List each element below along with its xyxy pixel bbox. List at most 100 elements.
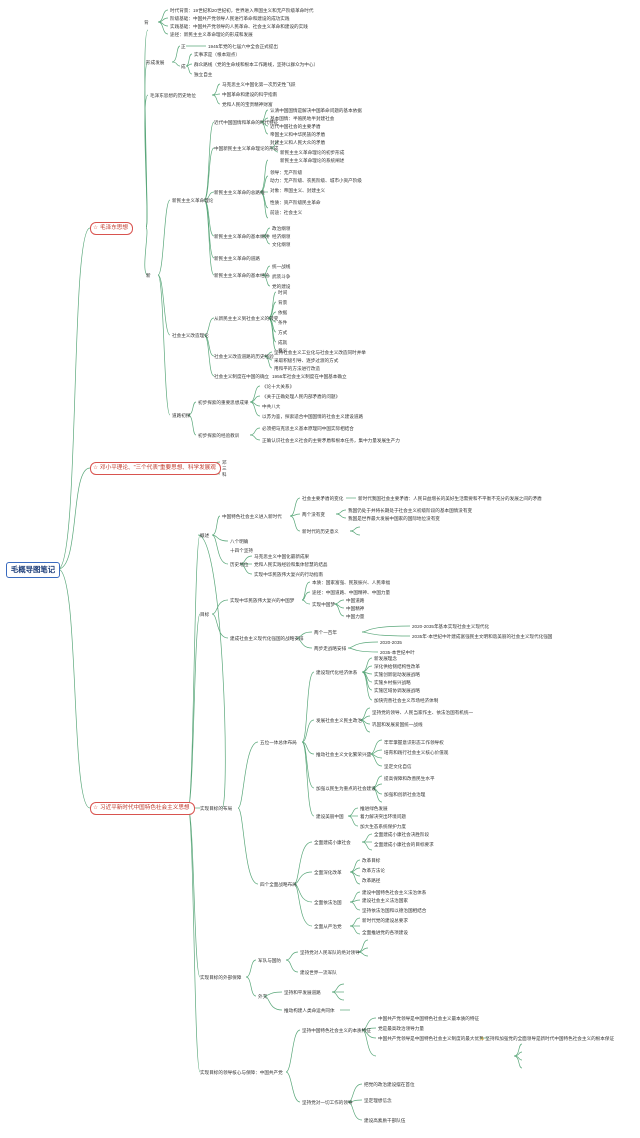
node-xm2-item[interactable]: 新民主主义革命理论的系统阐述 <box>280 158 345 163</box>
node-bz2[interactable]: 外交 <box>258 994 268 999</box>
node-bj2c[interactable]: 全面依法治国 <box>314 900 342 905</box>
node-sh1-item[interactable]: 成就 <box>278 340 288 345</box>
node-gs4-item[interactable]: 马克思主义中国化最新成果 <box>254 554 310 559</box>
node-bn-item[interactable]: 马克思主义中国化第一次历史性飞跃 <box>222 82 296 87</box>
node-bg-item[interactable]: 实践基础：中国共产党领导的人民革命、社会主义革命和建设的实践 <box>170 24 308 29</box>
node-bz1[interactable]: 军队与国防 <box>258 958 281 963</box>
node-mb1-item[interactable]: 实现中国梦 <box>312 602 335 607</box>
node-ld2-item[interactable]: 坚定理想信念 <box>364 1098 392 1103</box>
node-xm3-item[interactable]: 性质：资产阶级民主革命 <box>270 200 321 205</box>
node-bj2a-item[interactable]: 全面建成小康社会决胜阶段 <box>374 832 430 837</box>
node-xm1-item[interactable]: 封建主义和人民大众的矛盾 <box>270 140 326 145</box>
node-gs1a[interactable]: 社会主要矛盾的变化 <box>302 496 344 501</box>
node-bj1c-item[interactable]: 培育和践行社会主义核心价值观 <box>384 750 449 755</box>
node-xm1[interactable]: 近代中国国情和革命的时代特征 <box>214 120 279 125</box>
node-gs1b-item[interactable]: 我国是世界最大发展中国家的国际地位没有变 <box>348 516 440 521</box>
node-gs[interactable]: 概述 <box>200 533 210 538</box>
node-bg-item[interactable]: 阶级基础：中国共产党领导人民进行革命和建设的成功实践 <box>170 16 290 21</box>
node-sh3[interactable]: 社会主义制度在中国的确立 <box>214 374 270 379</box>
node-bj2c-item[interactable]: 建设社会主义法治国家 <box>362 898 408 903</box>
node-xm3[interactable]: 新民主主义革命的总路线 <box>214 190 265 195</box>
node-xm4-item[interactable]: 经济纲领 <box>272 234 291 239</box>
node-xm6-item[interactable]: 武装斗争 <box>272 274 291 279</box>
node-xm2[interactable]: 中国新民主主义革命理论的形成 <box>214 146 279 151</box>
node-mb1c-item[interactable]: 中国道路 <box>346 598 365 603</box>
node-sh2-item[interactable]: 坚持社会主义工业化与社会主义改造同时并举 <box>274 350 366 355</box>
node-ts1-item[interactable]: 《论十大关系》 <box>262 384 295 389</box>
node-mb2a-item[interactable]: 2020-2035年基本实现社会主义现代化 <box>412 624 490 629</box>
node-bz2b[interactable]: 推动构建人类命运共同体 <box>284 1008 335 1013</box>
root-node[interactable]: 毛概导图笔记 <box>6 562 60 578</box>
node-gs1a-item[interactable]: 新时代我国社会主要矛盾：人民日益增长的美好生活需要和不平衡不充分的发展之间的矛盾 <box>358 496 542 501</box>
node-xm4-item[interactable]: 政治纲领 <box>272 226 291 231</box>
node-xc4-item[interactable]: 实事求是（根本观点） <box>194 52 240 57</box>
node-mb2b[interactable]: 两步走战略安排 <box>314 646 347 651</box>
node-mb1c-item[interactable]: 中国精神 <box>346 606 365 611</box>
node-xm6-item[interactable]: 党的建设 <box>272 284 291 289</box>
node-bj2b-item[interactable]: 改革方法论 <box>362 868 385 873</box>
node-sh1-item[interactable]: 意义 <box>278 348 288 353</box>
main-node-xi[interactable]: ☆习近平新时代中国特色社会主义思想 <box>90 802 195 815</box>
node-sh1-item[interactable]: 背景 <box>278 300 288 305</box>
node-bj1e-item[interactable]: 推进绿色发展 <box>360 806 388 811</box>
node-sh1[interactable]: 从新民主主义到社会主义的转变 <box>214 316 279 321</box>
node-xc3[interactable]: 成 <box>181 64 186 69</box>
node-xm1-item[interactable]: 基本国情：半殖民地半封建社会 <box>270 116 335 121</box>
node-xm5[interactable]: 新民主主义革命的道路 <box>214 256 260 261</box>
node-ld1[interactable]: 坚持中国特色社会主义的本质特征 <box>302 1028 371 1033</box>
node-ld2[interactable]: 坚持党对一切工作的领导 <box>302 1100 353 1105</box>
node-bg[interactable]: 背 <box>144 20 149 25</box>
node-bj1c-item[interactable]: 坚定文化自信 <box>384 764 412 769</box>
node-ts1-item[interactable]: 《关于正确处理人民内部矛盾的问题》 <box>262 394 341 399</box>
node-ts1-item[interactable]: 以苏为鉴，探索适合中国国情的社会主义建设道路 <box>262 414 364 419</box>
node-bj1[interactable]: 五位一体总体布局 <box>260 740 297 745</box>
node-ts2[interactable]: 初步探索的经验教训 <box>198 433 240 438</box>
node-xm3-item[interactable]: 动力：无产阶级、农民阶级、城市小资产阶级 <box>270 178 362 183</box>
node-xc[interactable]: 形成发展 <box>146 60 165 65</box>
node-deng-item[interactable]: 邓 <box>222 460 227 465</box>
node-gs4-item[interactable]: 党和人民实践经验和集体智慧的结晶 <box>254 562 328 567</box>
node-bj1a-item[interactable]: 实施区域协调发展战略 <box>374 688 420 693</box>
node-xm6[interactable]: 新民主主义革命的基本经验 <box>214 273 270 278</box>
node-ld1-item[interactable]: 党是最高政治领导力量 <box>378 1026 424 1031</box>
node-ld2-item[interactable]: 建设高素质干部队伍 <box>364 1118 406 1123</box>
node-ts1[interactable]: 初步探索的重要思想成果 <box>198 400 249 405</box>
node-sh1-item[interactable]: 依据 <box>278 310 288 315</box>
node-xc4-item[interactable]: 群众路线（党的生命线和根本工作路线，坚持以群众为中心） <box>194 62 319 67</box>
node-mb1c-item[interactable]: 中国力量 <box>346 614 365 619</box>
node-bj[interactable]: 实现目标的布局 <box>200 806 233 811</box>
node-bj1d[interactable]: 加强以民生为重点的社会建设 <box>316 786 376 791</box>
main-node-mao[interactable]: ☆毛泽东思想 <box>90 222 133 235</box>
node-ts[interactable]: 道路初探 <box>172 413 191 418</box>
node-bj1a-item[interactable]: 深化供给侧结构性改革 <box>374 664 420 669</box>
node-sh2[interactable]: 社会主义改造道路的历史经验 <box>214 354 274 359</box>
node-gs1c[interactable]: 新时代的历史意义 <box>302 529 339 534</box>
node-gs1[interactable]: 中国特色社会主义进入新时代 <box>222 514 282 519</box>
node-bj2d[interactable]: 全面从严治党 <box>314 924 342 929</box>
node-mb2b-item[interactable]: 2035-本世纪中叶 <box>380 650 415 655</box>
node-sh2-item[interactable]: 采取积极引导、逐步过渡的方式 <box>274 358 339 363</box>
node-gs4-item[interactable]: 实现中华民族伟大复兴的行动指南 <box>254 572 323 577</box>
node-bj1e-item[interactable]: 加大生态系统保护力度 <box>360 824 406 829</box>
node-xc2[interactable]: 1945年党的七届六中全会正式提出 <box>208 44 278 49</box>
node-mb2[interactable]: 建成社会主义现代化强国的战略安排 <box>230 636 304 641</box>
node-bj2a[interactable]: 全面建成小康社会 <box>314 840 351 845</box>
node-bj2c-item[interactable]: 建设中国特色社会主义法治体系 <box>362 890 427 895</box>
node-bj1a-item[interactable]: 加快完善社会主义市场经济体制 <box>374 698 439 703</box>
node-mb1-item[interactable]: 本质：国家富强、民族振兴、人民幸福 <box>312 580 391 585</box>
node-xm1-item[interactable]: 认清中国国情是解决中国革命问题的基本依据 <box>270 108 362 113</box>
node-ld[interactable]: 实现目标的领导核心与保障：中国共产党 <box>200 1070 283 1075</box>
node-bn-item[interactable]: 中国革命和建设的科学指南 <box>222 92 278 97</box>
node-mb2a-item[interactable]: 2035年-本世纪中叶建成富强民主文明和谐美丽的社会主义现代化强国 <box>412 634 553 639</box>
node-sh1-item[interactable]: 条件 <box>278 320 288 325</box>
node-bj2b[interactable]: 全面深化改革 <box>314 870 342 875</box>
node-ts2-item[interactable]: 正确认识社会主义社会的主要矛盾和根本任务，集中力量发展生产力 <box>262 438 400 443</box>
node-bj1b-item[interactable]: 坚持党的领导、人民当家作主、依法治国有机统一 <box>372 710 474 715</box>
node-deng-item[interactable]: 科 <box>222 472 227 477</box>
node-mb1-item[interactable]: 途径：中国道路、中国精神、中国力量 <box>312 590 391 595</box>
node-bj1a-item[interactable]: 实施创新驱动发展战略 <box>374 672 420 677</box>
node-sh[interactable]: 社会主义改造理论 <box>172 333 209 338</box>
node-bz1a[interactable]: 坚持党对人民军队的绝对领导 <box>300 950 360 955</box>
node-bj1a-item[interactable]: 实施乡村振兴战略 <box>374 680 411 685</box>
node-bj2b-item[interactable]: 改革路径 <box>362 878 381 883</box>
